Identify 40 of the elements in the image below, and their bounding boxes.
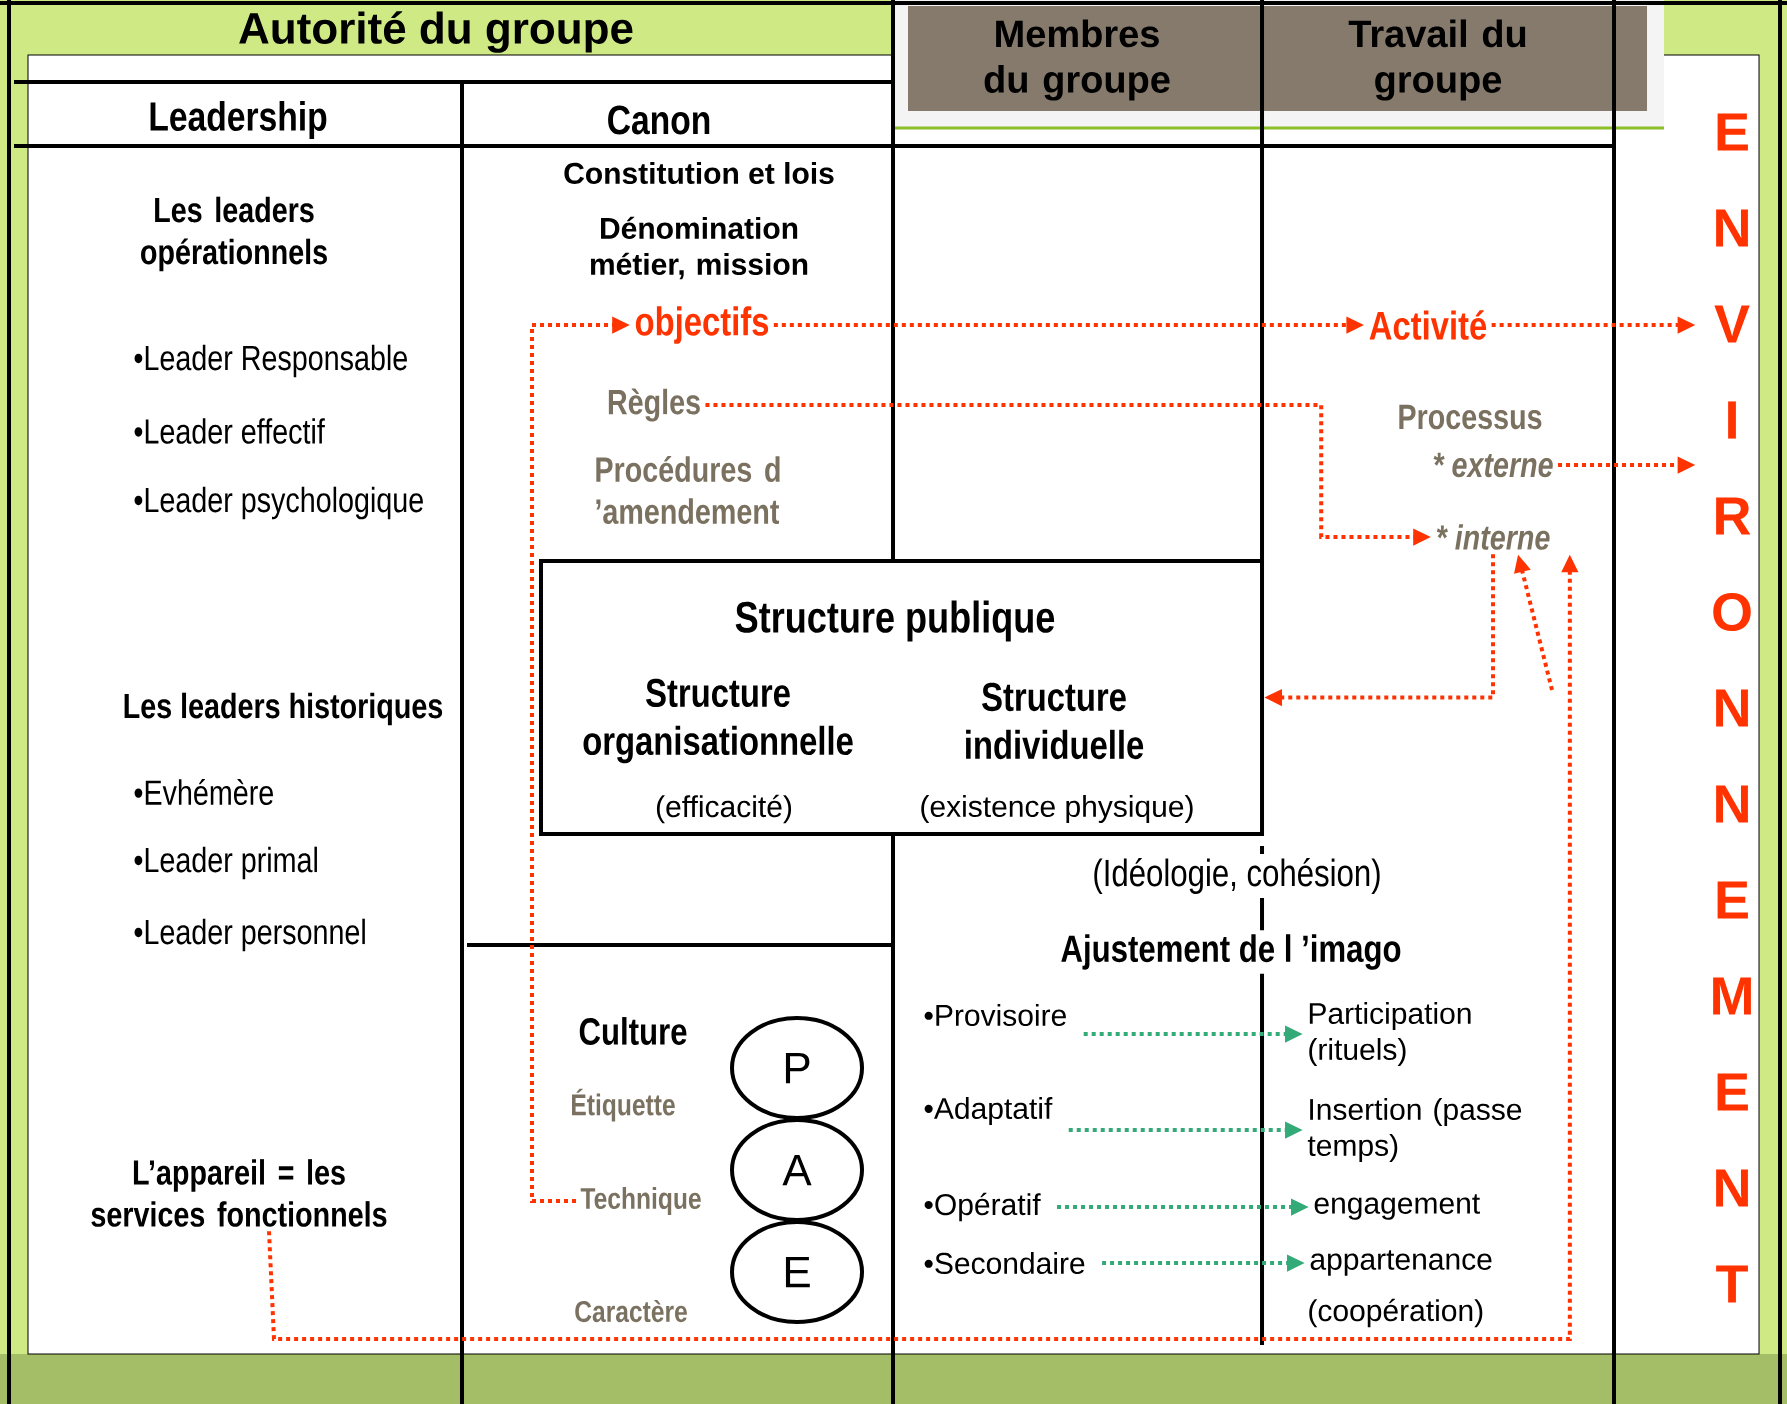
column-heading: Canon <box>608 105 710 135</box>
body-text: Caractère <box>575 1299 687 1323</box>
keyword: Règles <box>608 388 700 422</box>
body-text: Étiquette <box>572 1088 675 1122</box>
bullet-item: •Adaptatif <box>924 1097 1053 1125</box>
keyword: * interne <box>1436 524 1550 550</box>
body-text: appartenance <box>1310 1250 1492 1276</box>
bullet-item: •Leader effectif <box>134 418 325 444</box>
bullet-item: •Evhémère <box>134 778 273 806</box>
bullet-item: •Provisoire <box>924 1004 1066 1026</box>
body-text: Dénomination métier, mission <box>590 216 808 280</box>
column-heading: Travail du groupe <box>1348 19 1526 101</box>
bullet-item: •Leader primal <box>134 846 317 880</box>
section-heading: Les leaders historiques <box>124 692 443 726</box>
keyword: * externe <box>1433 452 1553 478</box>
column-heading: Leadership <box>150 100 327 140</box>
section-heading: Culture <box>579 1017 687 1045</box>
body-text: engagement <box>1314 1194 1480 1220</box>
body-text: (Idéologie, cohésion) <box>1088 854 1386 898</box>
body-text: Participation (rituels) <box>1309 1002 1471 1066</box>
keyword: Activité <box>1369 310 1487 340</box>
bullet-item: •Leader Responsable <box>134 344 407 378</box>
body-text: Procédures d ’amendement <box>596 456 780 524</box>
title: Autorité du groupe <box>239 11 633 53</box>
section-heading: L’appareil = les services fonctionnels <box>91 1159 387 1227</box>
body-text: Processus <box>1399 404 1542 430</box>
keyword: objectifs <box>635 306 769 344</box>
bullet-item: •Secondaire <box>924 1252 1085 1274</box>
body-text: Insertion (passe temps) <box>1307 1098 1522 1162</box>
structure-box: Structure publique Structure organisationnelle (efficacité) Structure individuelle (existence physique) <box>539 559 1264 836</box>
keyword: Technique <box>580 1187 701 1215</box>
bullet-item: •Opératif <box>924 1192 1041 1222</box>
vertical-word: E N V I R O N N E M E N T <box>1713 113 1751 1303</box>
section-heading: Les leaders opérationnels <box>141 196 327 272</box>
section-heading: Ajustement de l ’imago <box>1056 930 1406 974</box>
bullet-item: •Leader psychologique <box>134 486 423 520</box>
body-text: (coopération) <box>1309 1298 1483 1328</box>
column-heading: Membres du groupe <box>984 19 1170 101</box>
bullet-item: •Leader personnel <box>134 918 365 952</box>
body-text: Constitution et lois <box>564 162 834 184</box>
